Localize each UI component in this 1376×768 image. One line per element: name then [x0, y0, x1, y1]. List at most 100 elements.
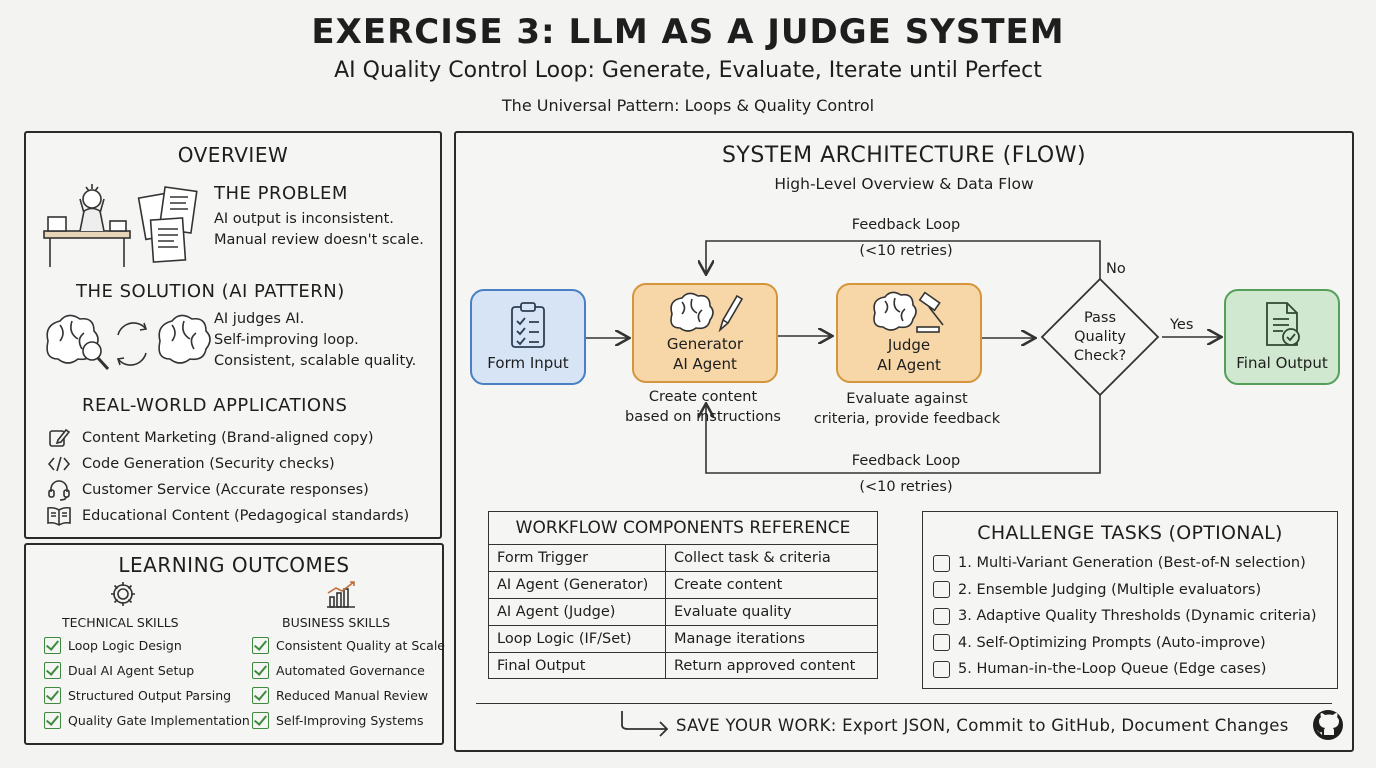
- check-icon: [252, 712, 269, 729]
- skill-item: Reduced Manual Review: [252, 683, 445, 708]
- architecture-subtitle: High-Level Overview & Data Flow: [774, 175, 1034, 193]
- architecture-title: SYSTEM ARCHITECTURE (FLOW): [721, 143, 1087, 168]
- brain-loop-illustration: [46, 314, 211, 371]
- problem-line: Manual review doesn't scale.: [214, 232, 424, 248]
- pencil-edit-icon: [46, 427, 72, 449]
- learning-outcomes-title: LEARNING OUTCOMES: [118, 553, 350, 577]
- check-icon: [44, 662, 61, 679]
- task-item[interactable]: 5. Human-in-the-Loop Queue (Edge cases): [933, 656, 1337, 683]
- retries-bottom-label: (<10 retries): [859, 479, 953, 495]
- task-checkbox[interactable]: [933, 634, 950, 652]
- task-checkbox[interactable]: [933, 660, 950, 678]
- final-output-label: Final Output: [1236, 354, 1328, 372]
- final-output-node[interactable]: Final Output: [1224, 289, 1340, 385]
- generator-agent-node[interactable]: Generator AI Agent: [632, 283, 778, 383]
- decision-label-2: Quality: [1074, 329, 1126, 345]
- table-row: AI Agent (Generator)Create content: [489, 571, 877, 599]
- no-label: No: [1106, 261, 1126, 277]
- solution-heading: THE SOLUTION (AI PATTERN): [76, 281, 345, 302]
- task-item[interactable]: 2. Ensemble Judging (Multiple evaluators…: [933, 577, 1337, 604]
- judge-caption: Evaluate against criteria, provide feedb…: [813, 391, 1001, 427]
- growth-chart-icon: [324, 579, 358, 613]
- decision-label-3: Check?: [1073, 348, 1127, 364]
- save-your-work-text: SAVE YOUR WORK: Export JSON, Commit to G…: [676, 716, 1289, 735]
- skill-item: Self-Improving Systems: [252, 708, 445, 733]
- check-icon: [44, 687, 61, 704]
- feedback-loop-top-label: Feedback Loop: [851, 217, 961, 233]
- decision-label-1: Pass: [1083, 310, 1117, 326]
- headset-icon: [46, 478, 72, 502]
- solution-line: Consistent, scalable quality.: [214, 353, 417, 369]
- quality-check-decision[interactable]: Pass Quality Check?: [1038, 275, 1162, 399]
- table-row: AI Agent (Judge)Evaluate quality: [489, 598, 877, 626]
- task-item[interactable]: 3. Adaptive Quality Thresholds (Dynamic …: [933, 603, 1337, 630]
- open-book-icon: [46, 505, 72, 527]
- code-brackets-icon: [46, 454, 72, 474]
- learning-outcomes-panel: LEARNING OUTCOMES TECHNICAL SKILLS BUSIN…: [24, 543, 445, 745]
- challenge-tasks-list: 1. Multi-Variant Generation (Best-of-N s…: [933, 550, 1337, 683]
- challenge-tasks-title: CHALLENGE TASKS (OPTIONAL): [977, 522, 1283, 544]
- document-check-icon: [1266, 302, 1300, 346]
- workflow-reference-title: WORKFLOW COMPONENTS REFERENCE: [489, 512, 877, 545]
- retries-top-label: (<10 retries): [859, 243, 953, 259]
- application-item: Code Generation (Security checks): [46, 451, 409, 477]
- problem-text: AI output is inconsistent. Manual review…: [214, 209, 424, 251]
- task-checkbox[interactable]: [933, 581, 950, 599]
- page-title: EXERCISE 3: LLM AS A JUDGE SYSTEM: [311, 12, 1065, 52]
- business-skills-heading: BUSINESS SKILLS: [282, 615, 391, 630]
- application-label: Content Marketing (Brand-aligned copy): [82, 430, 374, 446]
- application-label: Customer Service (Accurate responses): [82, 482, 369, 498]
- check-icon: [252, 662, 269, 679]
- flow-connectors: [586, 240, 1352, 474]
- generator-caption: Create content based on instructions: [625, 389, 781, 425]
- generator-label-2: AI Agent: [673, 355, 737, 373]
- overview-title: OVERVIEW: [177, 143, 289, 167]
- skill-item: Automated Governance: [252, 658, 445, 683]
- page-subtitle: AI Quality Control Loop: Generate, Evalu…: [334, 58, 1042, 83]
- task-item[interactable]: 1. Multi-Variant Generation (Best-of-N s…: [933, 550, 1337, 577]
- save-arrow-icon: [621, 711, 669, 737]
- application-item: Customer Service (Accurate responses): [46, 477, 409, 503]
- task-checkbox[interactable]: [933, 607, 950, 625]
- generator-label-1: Generator: [666, 335, 744, 353]
- technical-skills-list: Loop Logic Design Dual AI Agent Setup St…: [44, 633, 250, 733]
- github-icon[interactable]: [1312, 709, 1344, 745]
- problem-line: AI output is inconsistent.: [214, 211, 394, 227]
- task-checkbox[interactable]: [933, 554, 950, 572]
- skill-item: Consistent Quality at Scale: [252, 633, 445, 658]
- technical-skills-heading: TECHNICAL SKILLS: [62, 615, 179, 630]
- yes-label: Yes: [1170, 317, 1194, 333]
- skill-item: Quality Gate Implementation: [44, 708, 250, 733]
- business-skills-list: Consistent Quality at Scale Automated Go…: [252, 633, 445, 733]
- workflow-reference: WORKFLOW COMPONENTS REFERENCE Form Trigg…: [488, 511, 878, 679]
- form-input-label: Form Input: [487, 354, 569, 372]
- save-divider: [476, 703, 1332, 704]
- judge-agent-node[interactable]: Judge AI Agent: [836, 283, 982, 383]
- architecture-panel: SYSTEM ARCHITECTURE (FLOW) High-Level Ov…: [454, 131, 1354, 752]
- solution-line: AI judges AI.: [214, 311, 305, 327]
- application-item: Content Marketing (Brand-aligned copy): [46, 425, 409, 451]
- check-icon: [44, 712, 61, 729]
- application-item: Educational Content (Pedagogical standar…: [46, 503, 409, 529]
- judge-label-1: Judge: [887, 336, 931, 354]
- stressed-worker-illustration: [43, 184, 198, 267]
- brain-pen-icon: [670, 292, 744, 333]
- check-icon: [44, 637, 61, 654]
- check-icon: [252, 687, 269, 704]
- application-label: Code Generation (Security checks): [82, 456, 335, 472]
- clipboard-checklist-icon: [511, 302, 545, 348]
- task-item[interactable]: 4. Self-Optimizing Prompts (Auto-improve…: [933, 630, 1337, 657]
- overview-panel: OVERVIEW THE PROBLEM AI output is incons…: [24, 131, 442, 539]
- form-input-node[interactable]: Form Input: [470, 289, 586, 385]
- applications-heading: REAL-WORLD APPLICATIONS: [82, 395, 348, 416]
- gear-icon: [108, 579, 138, 613]
- applications-list: Content Marketing (Brand-aligned copy) C…: [46, 425, 409, 529]
- solution-line: Self-improving loop.: [214, 332, 359, 348]
- solution-text: AI judges AI. Self-improving loop. Consi…: [214, 309, 416, 372]
- problem-heading: THE PROBLEM: [214, 183, 348, 204]
- skill-item: Structured Output Parsing: [44, 683, 250, 708]
- feedback-loop-bottom-label: Feedback Loop: [851, 453, 961, 469]
